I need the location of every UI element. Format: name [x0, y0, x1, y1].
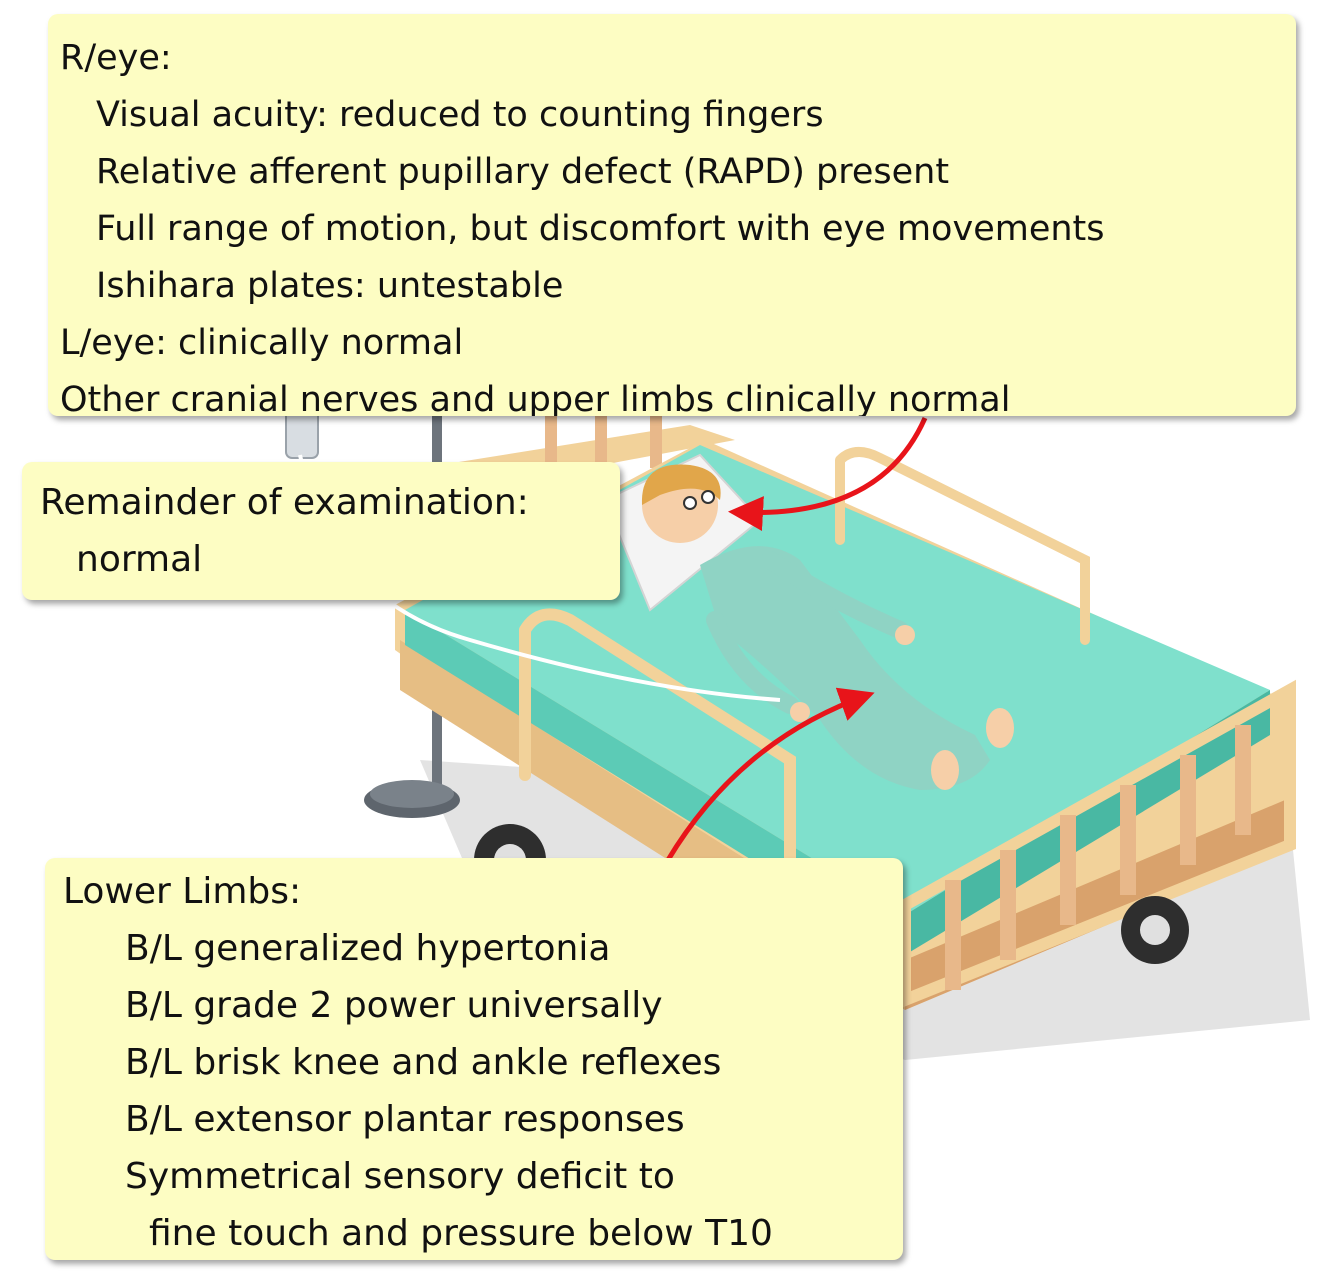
- note-heading-remainder: Remainder of examination:: [40, 482, 529, 523]
- note-line-rapd: Relative afferent pupillary defect (RAPD…: [96, 152, 950, 192]
- note-line-sensory-deficit: Symmetrical sensory deficit to: [125, 1156, 675, 1197]
- remainder-examination-note: Remainder of examination: normal: [22, 462, 620, 600]
- note-heading-right-eye: R/eye:: [60, 38, 172, 78]
- note-line-sensory-level: fine touch and pressure below T10: [149, 1213, 773, 1254]
- arrow-to-eye: [728, 416, 928, 532]
- lower-limbs-findings-note: Lower Limbs: B/L generalized hypertonia …: [45, 858, 903, 1260]
- note-line-plantar: B/L extensor plantar responses: [125, 1099, 685, 1140]
- note-line-reflexes: B/L brisk knee and ankle reflexes: [125, 1042, 722, 1083]
- note-line-cranial-nerves: Other cranial nerves and upper limbs cli…: [60, 380, 1011, 416]
- note-line-hypertonia: B/L generalized hypertonia: [125, 928, 611, 969]
- note-line-power: B/L grade 2 power universally: [125, 985, 663, 1026]
- note-line-eye-motion: Full range of motion, but discomfort wit…: [96, 209, 1105, 249]
- note-line-left-eye: L/eye: clinically normal: [60, 323, 464, 363]
- note-line-ishihara: Ishihara plates: untestable: [96, 266, 564, 306]
- note-line-normal: normal: [76, 539, 203, 580]
- right-eye-findings-note: R/eye: Visual acuity: reduced to countin…: [48, 14, 1296, 416]
- note-line-visual-acuity: Visual acuity: reduced to counting finge…: [96, 95, 824, 135]
- wheel-icon: [1121, 896, 1189, 964]
- arrow-to-lower-limbs: [665, 687, 875, 862]
- note-heading-lower-limbs: Lower Limbs:: [63, 871, 302, 912]
